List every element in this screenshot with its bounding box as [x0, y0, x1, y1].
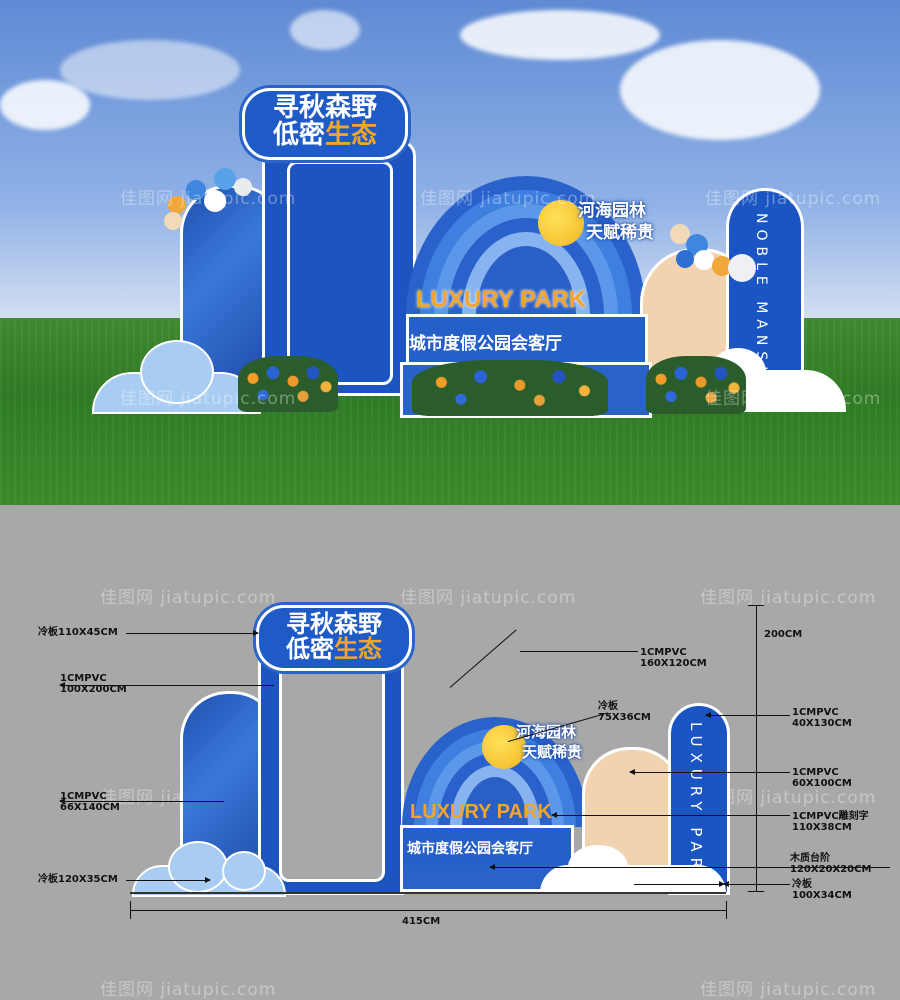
leader-line	[551, 812, 790, 818]
badge-line2: 天赋稀贵	[586, 223, 654, 243]
flower-arrangement	[412, 360, 608, 416]
sky-cloud	[290, 10, 360, 50]
balloon	[712, 256, 732, 276]
brand-english: LUXURY PARK	[416, 286, 587, 313]
height-label: 200CM	[764, 629, 803, 640]
watermark: 佳图网 jiatupic.com	[120, 189, 297, 209]
frame-opening	[287, 161, 393, 385]
label-cold-board-badge: 冷板 75X36CM	[598, 701, 651, 723]
watermark: 佳图网 jiatupic.com	[420, 189, 597, 209]
leader-line	[126, 630, 259, 636]
sky-cloud	[0, 80, 90, 130]
balloon	[234, 178, 252, 196]
watermark: 佳图网 jiatupic.com	[400, 588, 577, 608]
cloud-left-puff	[140, 340, 214, 404]
watermark: 佳图网 jiatupic.com	[705, 189, 882, 209]
headline-bubble: 寻秋森野 低密生态	[256, 605, 412, 671]
headline-line2b: 生态	[334, 635, 382, 664]
sun-icon	[482, 725, 526, 769]
label-pvc-arch-left: 1CMPVC 66X140CM	[60, 791, 120, 813]
frame-opening	[279, 664, 385, 882]
render-view: NOBLE MANSI LUXURY PARK 城市度假公园会客厅 寻秋森野 低…	[0, 0, 900, 505]
headline-line1: 寻秋森野	[286, 610, 382, 638]
label-pvc-carved: 1CMPVC雕刻字 110X38CM	[792, 811, 869, 833]
balloon	[186, 180, 206, 200]
flower-arrangement	[646, 356, 746, 414]
sun-icon	[538, 200, 584, 246]
brand-board: 城市度假公园会客厅	[406, 314, 648, 368]
ground-line	[130, 892, 726, 894]
width-tick	[130, 901, 131, 919]
width-tick	[726, 901, 727, 919]
balloon	[168, 196, 186, 214]
leader-line	[705, 712, 790, 718]
leader-line	[489, 864, 890, 870]
leader-line	[723, 881, 790, 887]
tall-pillar: LUXURY PARK	[668, 703, 730, 895]
label-wood-step: 木质台阶 120X20X20CM	[790, 853, 872, 875]
drawing-layer: LUXURY PARK LUXURY PARK 城市度假公园会客厅 寻秋森野 低…	[0, 505, 900, 991]
brand-english: LUXURY PARK	[410, 801, 552, 823]
leader-line	[634, 881, 725, 887]
badge-line2: 天赋稀贵	[522, 743, 583, 761]
label-pvc-pillar: 1CMPVC 40X130CM	[792, 707, 852, 729]
leader-line	[449, 629, 517, 688]
headline-line2: 低密生态	[245, 122, 405, 149]
watermark: 佳图网 jiatupic.com	[100, 588, 277, 608]
cloud-left-puff	[168, 841, 228, 893]
balloon	[164, 212, 182, 230]
height-tick	[748, 605, 764, 606]
watermark: 佳图网 jiatupic.com	[700, 588, 877, 608]
photo-frame	[258, 645, 404, 895]
badge-line1: 河海园林	[578, 201, 646, 221]
balloon	[204, 190, 226, 212]
watermark: 佳图网 jiatupic.com	[700, 788, 877, 808]
balloon	[214, 168, 236, 190]
leader-line	[126, 877, 211, 883]
brand-chinese: 城市度假公园会客厅	[407, 841, 533, 857]
brand-board: 城市度假公园会客厅	[400, 825, 574, 871]
cloud-left-puff	[222, 851, 266, 891]
leader-line	[59, 798, 224, 804]
headline-bubble: 寻秋森野 低密生态	[242, 88, 408, 160]
label-cold-board-cloud-left: 冷板120X35CM	[38, 874, 118, 885]
balloon	[694, 250, 714, 270]
headline-line2: 低密生态	[259, 637, 409, 662]
balloon	[670, 224, 690, 244]
leader-line	[629, 769, 790, 775]
headline-line1: 寻秋森野	[272, 93, 377, 123]
flower-arrangement	[238, 356, 338, 412]
height-tick	[748, 891, 764, 892]
brand-english-bar: LUXURY PARK	[406, 286, 638, 316]
badge-line1: 河海园林	[516, 723, 577, 741]
width-dimension-line	[130, 910, 726, 911]
label-pvc-frame: 1CMPVC 100X200CM	[60, 673, 127, 695]
height-dimension-line	[756, 605, 757, 891]
watermark: 佳图网 jiatupic.com	[705, 389, 882, 409]
balloon	[676, 250, 694, 268]
width-label: 415CM	[402, 916, 441, 927]
headline-line2b: 生态	[325, 120, 378, 151]
headline-line2a: 低密	[272, 120, 325, 151]
sky-cloud	[620, 40, 820, 140]
label-pvc-arch-right: 1CMPVC 60X100CM	[792, 767, 852, 789]
watermark: 佳图网 jiatupic.com	[120, 389, 297, 409]
balloon	[728, 254, 756, 282]
pillar-text: LUXURY PARK	[687, 722, 705, 890]
label-cold-board-cloud-right: 冷板 100X34CM	[792, 879, 852, 901]
pillar-text: NOBLE MANSI	[753, 213, 769, 377]
leader-line	[59, 682, 274, 688]
brand-chinese: 城市度假公园会客厅	[409, 334, 562, 354]
sky-cloud	[60, 40, 240, 100]
sky-cloud	[460, 10, 660, 60]
label-cold-board-title: 冷板110X45CM	[38, 627, 118, 638]
label-pvc-rainbow: 1CMPVC 160X120CM	[640, 647, 707, 669]
headline-line2a: 低密	[286, 635, 334, 664]
leader-line	[520, 651, 638, 652]
